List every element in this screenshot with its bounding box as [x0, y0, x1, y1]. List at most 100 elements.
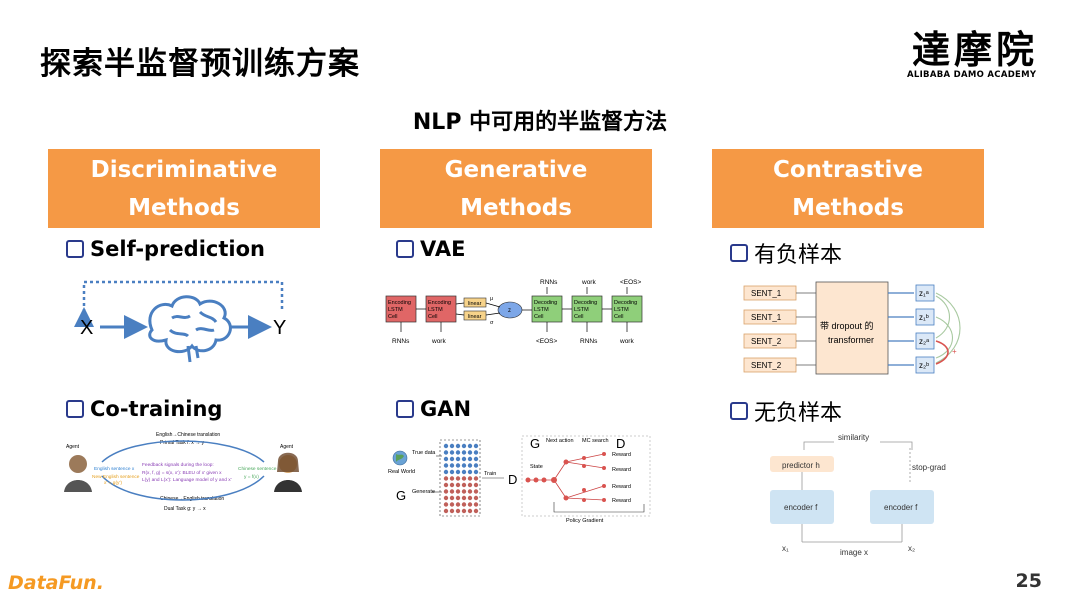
data-dot: [461, 495, 467, 501]
self-prediction-diagram: X Y: [74, 280, 286, 363]
slide-title: 探索半监督预训练方案: [40, 46, 360, 82]
data-dot: [461, 482, 467, 488]
data-dot: [443, 469, 449, 475]
feedback-item-1: R(x, f, g) = s(x, x'): BLEU of x' given …: [142, 470, 222, 476]
data-batch-box: [439, 439, 481, 517]
z-label: z: [508, 308, 511, 314]
data-dot: [449, 476, 455, 481]
enc2-line3: Cell: [428, 314, 437, 320]
vae-bottom-label-4: RNNs: [580, 338, 598, 345]
data-dot: [467, 495, 473, 501]
data-dot: [443, 476, 449, 481]
next-action-label: Next action: [546, 438, 574, 444]
vae-bottom-label-2: work: [431, 338, 446, 345]
dropout-transformer-box: [815, 281, 889, 375]
item-gan: GAN: [396, 397, 471, 421]
dec2-line1: Decoding: [574, 300, 597, 306]
encoder-left-label: encoder f: [784, 503, 818, 512]
vae-top-label-2: work: [581, 279, 596, 286]
dec3-line3: Cell: [614, 314, 623, 320]
data-dot: [473, 508, 479, 514]
state-label: State: [530, 464, 543, 470]
train-label: Train: [484, 471, 496, 477]
gan-diagram: True data Real World Generate Train Next…: [388, 435, 651, 524]
checkbox-icon: [730, 402, 748, 420]
item-label: VAE: [420, 237, 466, 261]
data-dot: [449, 443, 455, 449]
data-dot: [443, 482, 449, 488]
data-dot: [449, 456, 455, 462]
dec3-line2: LSTM: [614, 307, 629, 313]
data-dot: [461, 489, 467, 494]
z-box-4: [915, 356, 935, 374]
vae-top-label-1: RNNs: [540, 279, 558, 286]
data-dot: [461, 469, 467, 475]
agent-left-label: Agent: [66, 444, 80, 450]
data-dot: [467, 502, 473, 507]
data-dot: [443, 508, 449, 514]
linear-mu-box: [463, 297, 487, 308]
data-dot: [467, 489, 473, 494]
data-dot: [461, 508, 467, 514]
data-dot: [443, 502, 449, 507]
policy-d-label: D: [616, 436, 625, 451]
predictor-label: predictor h: [782, 461, 820, 470]
reward-label-4: Reward: [612, 498, 631, 504]
data-dot: [455, 450, 461, 455]
data-dot: [455, 469, 461, 475]
data-dot: [449, 469, 455, 475]
sent-label-1: SENT_1: [751, 289, 782, 298]
data-dot: [467, 463, 473, 468]
transformer-label-line2: transformer: [828, 335, 874, 345]
data-dot: [473, 456, 479, 462]
header-generative: Generative Methods: [380, 149, 652, 228]
header-line2: Methods: [460, 194, 572, 221]
damo-logo: 達摩院 ALIBABA DAMO ACADEMY: [895, 30, 1055, 94]
vae-bottom-label-1: RNNs: [392, 338, 410, 345]
data-dot: [473, 489, 479, 494]
data-dot: [449, 508, 455, 514]
co-training-diagram: Agent Agent English→Chinese translation …: [64, 432, 302, 512]
datafun-logo: DataFun.: [8, 572, 104, 594]
policy-box: [521, 435, 651, 517]
data-dot: [455, 489, 461, 494]
item-with-negatives: 有负样本: [730, 237, 842, 269]
sent-label-2: SENT_1: [751, 313, 782, 322]
feedback-item-2: L(y) and L(x'): Language model of y and …: [142, 477, 232, 483]
dec1-line3: Cell: [534, 314, 543, 320]
dual-task: Dual Task g: y → x: [164, 506, 206, 512]
data-dot: [449, 502, 455, 507]
contrastive-no-negatives-diagram: similarity stop-grad x₁ x₂ image x predi…: [770, 433, 946, 557]
generator-g-label: G: [396, 488, 406, 503]
header-contrastive: Contrastive Methods: [712, 149, 984, 228]
checkbox-icon: [730, 244, 748, 262]
mc-search-label: MC search: [582, 438, 609, 444]
data-dot: [455, 508, 461, 514]
dual-arc: [101, 475, 265, 501]
enc2-line2: LSTM: [428, 307, 443, 313]
header-line1: Discriminative: [90, 156, 278, 183]
data-dot: [461, 502, 467, 507]
data-dot: [455, 502, 461, 507]
slide-subtitle: NLP 中可用的半监督方法: [412, 110, 668, 135]
policy-gradient-label: Policy Gradient: [566, 518, 604, 524]
mu-label: μ: [490, 296, 493, 302]
header-line2: Methods: [128, 194, 240, 221]
vae-bottom-label-3: <EOS>: [536, 338, 558, 345]
primal-task: Primal Task f: x → y: [160, 440, 205, 446]
sent-label-3: SENT_2: [751, 337, 782, 346]
left-sentence-b: New English sentence: [92, 474, 140, 480]
checkbox-icon: [396, 240, 414, 258]
data-dot: [467, 476, 473, 481]
header-line2: Methods: [792, 194, 904, 221]
linear-sigma-text: linear: [468, 314, 482, 320]
agent-right-avatar-icon: [274, 452, 302, 492]
z-box-2: [915, 308, 935, 326]
data-dot: [461, 463, 467, 468]
policy-gradient-arrow: [553, 502, 645, 513]
primal-arc: [101, 440, 265, 463]
bottom-caption: Chinese→English translation: [160, 496, 224, 502]
data-dot: [467, 456, 473, 462]
data-dot: [467, 508, 473, 514]
right-sentence-b: y = f(x): [244, 474, 259, 480]
